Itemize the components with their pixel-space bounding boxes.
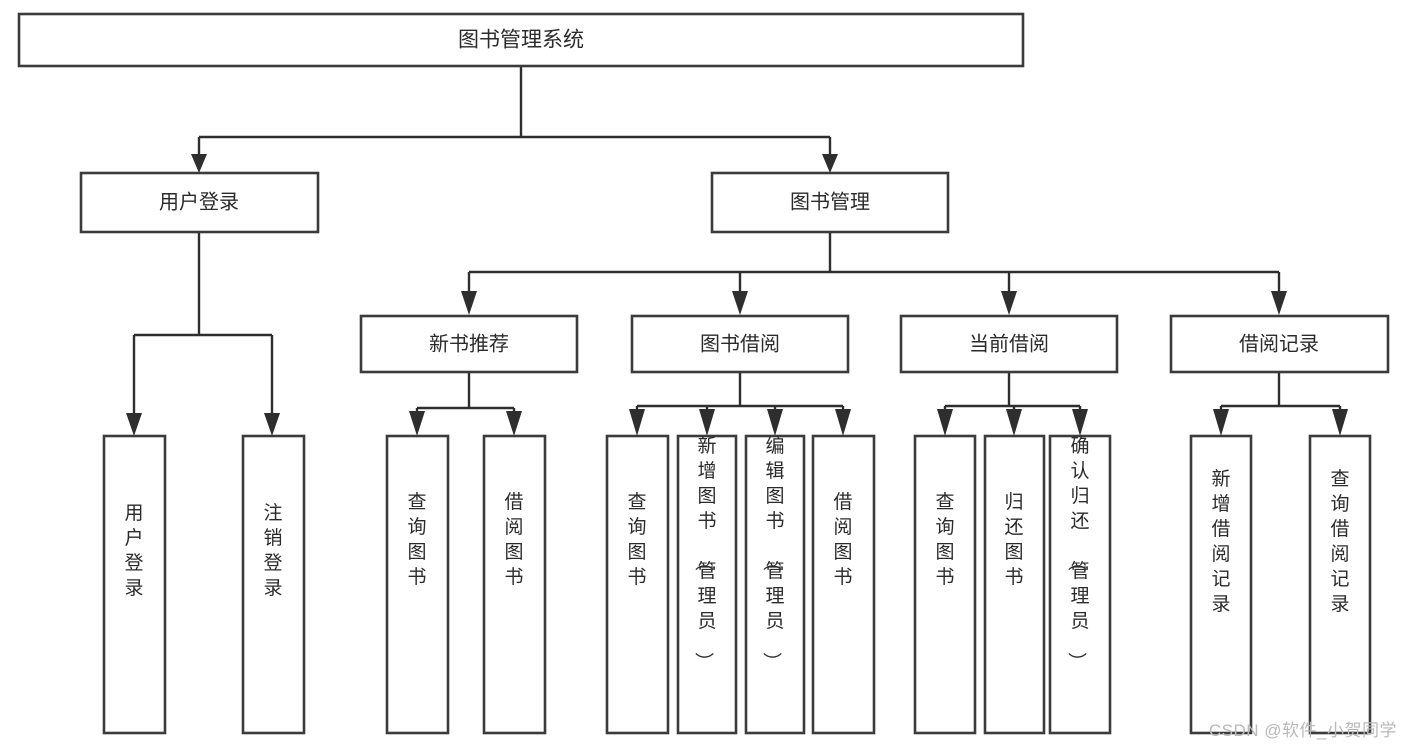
arrow-current-borrow-leaf-2	[1006, 409, 1022, 436]
leaf-box	[385, 434, 450, 735]
leaf-box	[102, 434, 167, 735]
arrow-to-borrow-record	[1271, 291, 1287, 315]
leaf-book-borrow-borrow-book[interactable]: 借阅图书	[811, 434, 876, 735]
leaf-current-borrow-confirm-return-admin[interactable]: 确认归还（管理员）	[1048, 434, 1112, 735]
leaf-box	[1189, 434, 1253, 735]
node-root-book-management-system[interactable]: 图书管理系统	[17, 12, 1025, 68]
leaf-label: 新增借阅记录	[1211, 468, 1230, 615]
leaf-label: 归还图书	[1004, 491, 1023, 588]
arrow-to-new-book	[461, 291, 477, 315]
leaf-label: 新增图书（管理员）	[692, 435, 716, 671]
leaf-box	[241, 434, 306, 735]
connector-layer	[126, 66, 1348, 436]
node-root-box	[17, 12, 1025, 68]
node-new-book-recommend-box	[359, 314, 579, 374]
leaf-label: 确认归还（管理员）	[1065, 435, 1089, 671]
arrow-new-book-leaf-2	[506, 411, 522, 436]
leaf-label: 查询图书	[935, 491, 954, 588]
node-current-borrow-label: 当前借阅	[969, 332, 1049, 355]
arrow-to-user-login	[191, 154, 207, 173]
arrow-current-borrow-leaf-1	[937, 409, 953, 436]
node-borrow-record-label: 借阅记录	[1239, 332, 1319, 355]
leaf-user-login-login[interactable]: 用户登录	[102, 434, 167, 735]
node-new-book-recommend[interactable]: 新书推荐	[359, 314, 579, 374]
leaf-new-book-query-book[interactable]: 查询图书	[385, 434, 450, 735]
leaf-book-borrow-query-book[interactable]: 查询图书	[605, 434, 670, 735]
arrow-borrow-record-leaf-1	[1213, 409, 1229, 436]
arrow-to-current-borrow	[1001, 291, 1017, 315]
arrow-book-borrow-leaf-1	[629, 409, 645, 436]
node-borrow-record-box	[1169, 314, 1390, 374]
leaf-borrow-record-query-record[interactable]: 查询借阅记录	[1308, 434, 1372, 735]
node-book-management[interactable]: 图书管理	[710, 171, 950, 234]
leaf-box	[482, 434, 547, 735]
node-new-book-recommend-label: 新书推荐	[429, 332, 509, 355]
arrow-to-book-borrow	[732, 291, 748, 315]
node-book-management-box	[710, 171, 950, 234]
arrow-borrow-record-leaf-2	[1332, 409, 1348, 436]
node-user-login-label: 用户登录	[159, 190, 239, 213]
leaf-box	[811, 434, 876, 735]
leaf-book-borrow-edit-book-admin[interactable]: 编辑图书（管理员）	[744, 434, 806, 735]
node-borrow-record[interactable]: 借阅记录	[1169, 314, 1390, 374]
leaf-label: 用户登录	[124, 503, 143, 599]
leaf-box	[744, 434, 806, 735]
node-book-management-label: 图书管理	[790, 190, 870, 213]
leaf-box	[1048, 434, 1112, 735]
node-book-borrow-box	[630, 314, 850, 374]
arrow-new-book-leaf-1	[409, 411, 425, 436]
leaf-book-borrow-add-book-admin[interactable]: 新增图书（管理员）	[676, 434, 738, 735]
node-root-label: 图书管理系统	[458, 29, 584, 52]
leaf-current-borrow-query-book[interactable]: 查询图书	[913, 434, 977, 735]
node-book-borrow[interactable]: 图书借阅	[630, 314, 850, 374]
leaf-borrow-record-add-record[interactable]: 新增借阅记录	[1189, 434, 1253, 735]
leaf-box	[676, 434, 738, 735]
leaf-box	[605, 434, 670, 735]
arrow-to-book-manage	[822, 154, 838, 173]
node-current-borrow[interactable]: 当前借阅	[899, 314, 1119, 374]
leaf-label: 查询图书	[407, 491, 426, 588]
leaf-label: 借阅图书	[504, 491, 523, 588]
leaf-box	[913, 434, 977, 735]
node-user-login[interactable]: 用户登录	[79, 171, 320, 234]
leaf-layer: 用户登录 注销登录 查询图书 借阅图书 查询图书 新	[102, 434, 1372, 735]
node-current-borrow-box	[899, 314, 1119, 374]
arrow-user-login-leaf-2	[264, 413, 280, 436]
arrow-user-login-leaf-1	[126, 413, 142, 436]
arrow-current-borrow-leaf-3	[1072, 409, 1088, 436]
arrow-book-borrow-leaf-2	[699, 409, 715, 436]
leaf-label: 查询图书	[627, 491, 646, 588]
leaf-box	[983, 434, 1046, 735]
leaf-label: 借阅图书	[833, 491, 852, 588]
leaf-new-book-borrow-book[interactable]: 借阅图书	[482, 434, 547, 735]
leaf-user-login-logout[interactable]: 注销登录	[241, 434, 306, 735]
leaf-label: 注销登录	[263, 502, 282, 599]
arrow-book-borrow-leaf-4	[835, 409, 851, 436]
leaf-label: 编辑图书（管理员）	[760, 435, 784, 671]
node-user-login-box	[79, 171, 320, 234]
arrow-book-borrow-leaf-3	[767, 409, 783, 436]
leaf-label: 查询借阅记录	[1330, 468, 1349, 615]
leaf-current-borrow-return-book[interactable]: 归还图书	[983, 434, 1046, 735]
node-book-borrow-label: 图书借阅	[700, 332, 780, 355]
leaf-box	[1308, 434, 1372, 735]
